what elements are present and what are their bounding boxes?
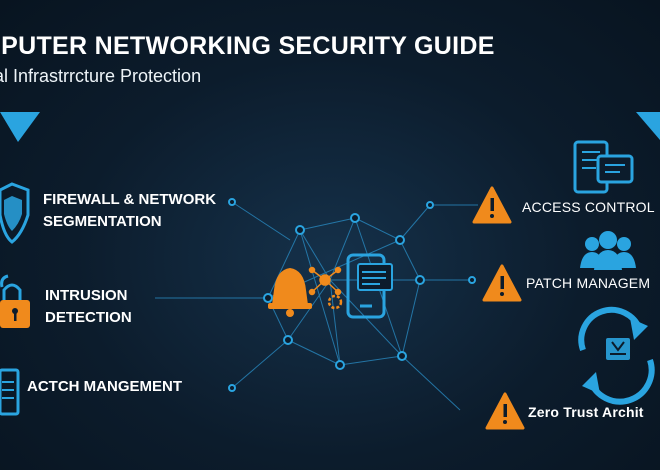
page-title: MPUTER NETWORKING SECURITY GUIDE (0, 32, 495, 60)
access-control-label: ACCESS CONTROL (522, 199, 655, 215)
bell-icon (268, 268, 312, 317)
warning-icon (482, 264, 522, 302)
right-chevron-icon (636, 112, 660, 140)
intrusion-label-line2: DETECTION (45, 309, 132, 326)
users-icon (580, 231, 636, 270)
lock-icon (0, 274, 30, 328)
shield-icon (0, 182, 30, 244)
gear-icon (327, 294, 343, 310)
document-icon (0, 368, 20, 416)
patch-management-left-label: ACTCH MANGEMENT (27, 378, 182, 395)
refresh-icon (578, 306, 655, 405)
connection-lines (155, 201, 478, 411)
warning-icon (472, 186, 512, 224)
zero-trust-label: Zero Trust Archit (528, 404, 644, 420)
documents-icon (573, 140, 634, 194)
left-chevron-icon (0, 112, 40, 142)
intrusion-label: INTRUSION DETECTION (45, 285, 132, 329)
firewall-label-line2: SEGMENTATION (43, 213, 162, 230)
page-subtitle: al Infrastrrcture Protection (0, 66, 202, 86)
hub-icon (308, 266, 342, 296)
firewall-label: FIREWALL & NETWORK SEGMENTATION (43, 189, 216, 233)
firewall-label-line1: FIREWALL & NETWORK (43, 191, 217, 208)
network-nodes (228, 198, 476, 392)
intrusion-label-line1: INTRUSION (45, 287, 128, 304)
patch-management-label: PATCH MANAGEM (526, 275, 651, 291)
device-icon (346, 253, 393, 319)
warning-icon (485, 392, 525, 430)
